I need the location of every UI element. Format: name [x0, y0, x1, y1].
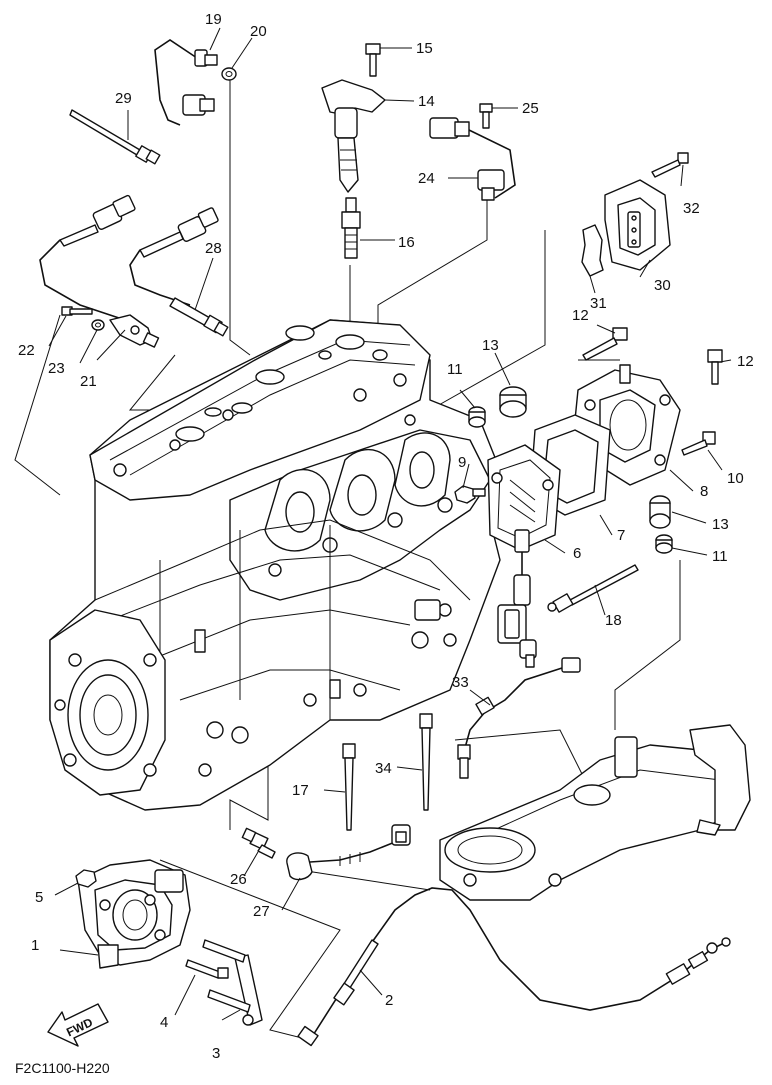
callout-24: 24 — [418, 170, 435, 187]
engine-block — [49, 319, 501, 811]
cable-tie-17 — [342, 743, 356, 831]
bracket-3 — [202, 939, 263, 1026]
callout-19: 19 — [205, 11, 222, 28]
exhaust-pipe — [439, 724, 751, 901]
sensor-group-21 — [39, 194, 160, 348]
callout-7: 7 — [617, 527, 625, 544]
callout-leaders — [48, 27, 732, 1021]
cam-sensor-assembly — [429, 103, 518, 201]
callout-31: 31 — [590, 295, 607, 312]
callout-numbers: 1 2 3 4 5 6 7 8 9 10 11 11 12 12 13 13 1… — [18, 11, 754, 1062]
callout-32: 32 — [683, 200, 700, 217]
callout-13-lower: 13 — [712, 516, 729, 533]
callout-1: 1 — [31, 937, 39, 954]
cable-tie-34 — [419, 713, 433, 811]
ignition-coil-assembly — [321, 43, 412, 259]
callout-12-upper: 12 — [572, 307, 589, 324]
throttle-body-1 — [77, 859, 191, 969]
sensor-29 — [69, 109, 161, 165]
callout-13-upper: 13 — [482, 337, 499, 354]
callout-10: 10 — [727, 470, 744, 487]
callout-9: 9 — [458, 454, 466, 471]
callout-14: 14 — [418, 93, 435, 110]
callout-30: 30 — [654, 277, 671, 294]
callout-29: 29 — [115, 90, 132, 107]
callout-6: 6 — [573, 545, 581, 562]
callout-25: 25 — [522, 100, 539, 117]
callout-28: 28 — [205, 240, 222, 257]
callout-20: 20 — [250, 23, 267, 40]
throttle-cable-2 — [297, 887, 731, 1047]
temperature-sensor-19 — [154, 39, 237, 126]
callout-17: 17 — [292, 782, 309, 799]
sensor-28 — [129, 207, 229, 337]
callout-33: 33 — [452, 674, 469, 691]
diagram-code: F2C1100-H220 — [15, 1060, 110, 1076]
callout-11-upper: 11 — [447, 361, 463, 378]
callout-22: 22 — [18, 342, 35, 359]
control-unit-30 — [581, 152, 689, 277]
callout-12-right: 12 — [737, 353, 754, 370]
fasteners — [454, 327, 723, 554]
callout-4: 4 — [160, 1014, 168, 1031]
callout-5: 5 — [35, 889, 43, 906]
callout-26: 26 — [230, 871, 247, 888]
callout-27: 27 — [253, 903, 270, 920]
callout-16: 16 — [398, 234, 415, 251]
sensor-26 — [241, 827, 276, 859]
sensor-27 — [286, 824, 411, 881]
assembly-guide-lines — [14, 80, 681, 1041]
callout-34: 34 — [375, 760, 392, 777]
forward-arrow-icon: FWD — [47, 1003, 109, 1047]
callout-3: 3 — [212, 1045, 220, 1062]
callout-8: 8 — [700, 483, 708, 500]
intake-adapter-8 — [574, 364, 681, 486]
callout-23: 23 — [48, 360, 65, 377]
callout-21: 21 — [80, 373, 97, 390]
callout-15: 15 — [416, 40, 433, 57]
callout-18: 18 — [605, 612, 622, 629]
sensor-18 — [547, 564, 639, 613]
sensor-33 — [457, 657, 581, 779]
nut-5 — [75, 869, 97, 888]
callout-11-lower: 11 — [712, 548, 728, 565]
bolt-4 — [185, 959, 229, 979]
callout-2: 2 — [385, 992, 393, 1009]
throttle-body-6 — [487, 444, 561, 668]
